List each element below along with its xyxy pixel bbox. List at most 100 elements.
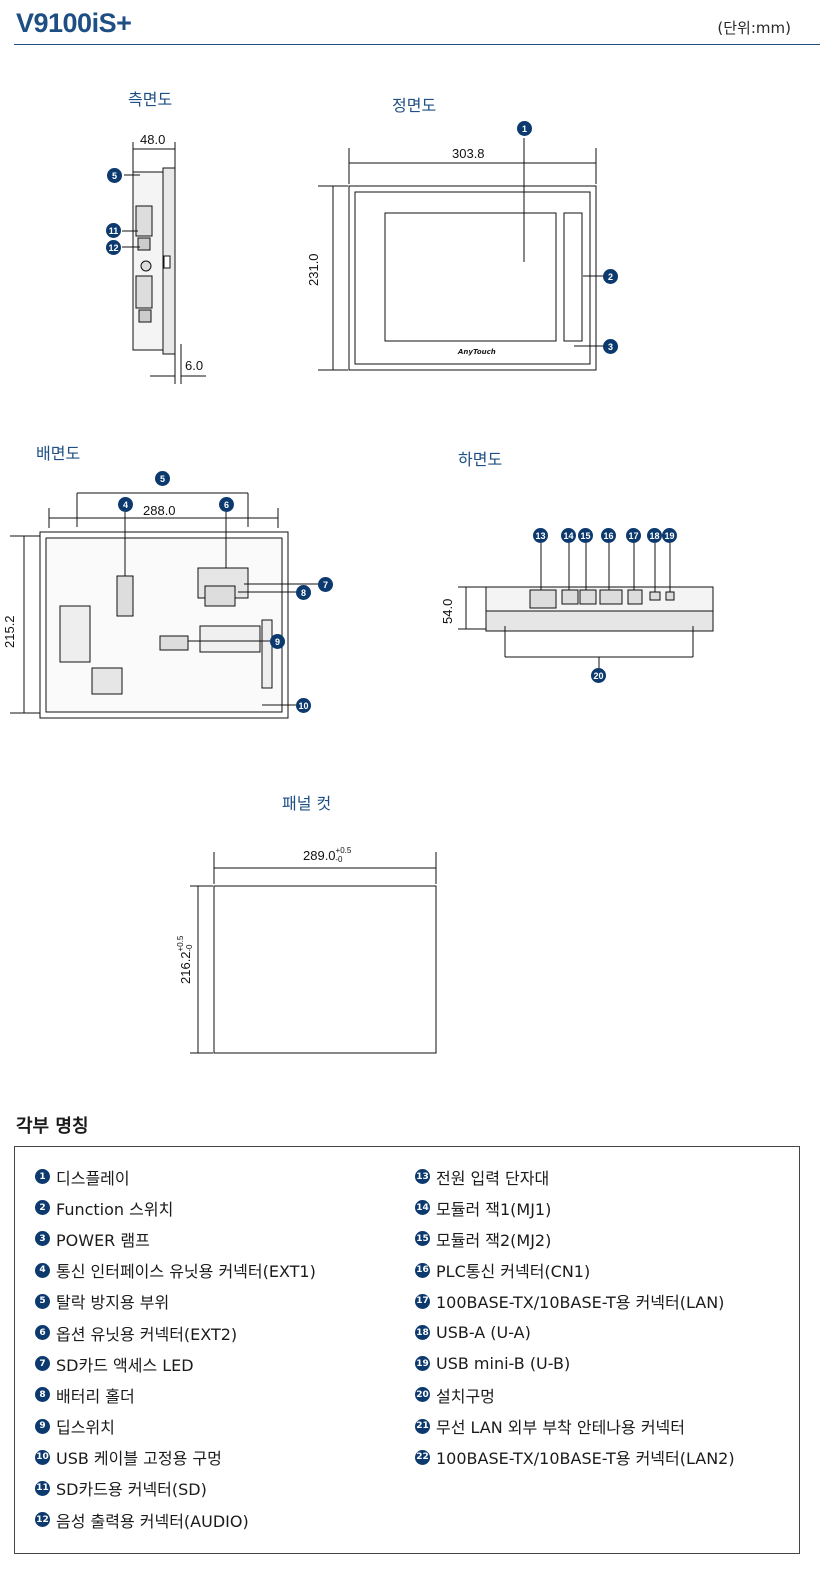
cut-width-value: 289.0	[303, 848, 336, 863]
part-number-badge: 19	[415, 1356, 430, 1372]
part-number-badge: 8	[35, 1387, 50, 1403]
callout-8: 8	[296, 585, 311, 600]
part-label: 무선 LAN 외부 부착 안테나용 커넥터	[436, 1418, 685, 1438]
part-label: 전원 입력 단자대	[436, 1168, 550, 1188]
part-number-badge: 1	[35, 1169, 50, 1185]
part-label: 100BASE-TX/10BASE-T용 커넥터(LAN)	[436, 1293, 725, 1313]
part-label: 딥스위치	[56, 1418, 115, 1438]
callout-5-side: 5	[107, 168, 122, 183]
part-item: 10 USB 케이블 고정용 구멍	[35, 1442, 316, 1473]
part-label: USB mini-B (U-B)	[436, 1354, 571, 1374]
side-thickness-dim: 6.0	[185, 358, 204, 373]
panel-cut-label: 패널 컷	[282, 794, 332, 813]
callout-15: 15	[578, 528, 593, 543]
part-label: USB 케이블 고정용 구멍	[56, 1449, 222, 1469]
front-view-drawing	[318, 138, 604, 371]
cut-width-dim: 289.0+0.5-0	[303, 846, 351, 864]
part-number-badge: 4	[35, 1262, 50, 1278]
callout-18: 18	[647, 528, 662, 543]
callout-14: 14	[561, 528, 576, 543]
back-view-drawing	[10, 492, 318, 719]
callout-11: 11	[106, 223, 121, 238]
callout-12: 12	[106, 240, 121, 255]
part-label: SD카드용 커넥터(SD)	[56, 1480, 207, 1500]
part-item: 20 설치구멍	[415, 1379, 735, 1410]
part-item: 6 옵션 유닛용 커넥터(EXT2)	[35, 1317, 316, 1348]
part-number-badge: 2	[35, 1200, 50, 1216]
part-item: 19 USB mini-B (U-B)	[415, 1348, 735, 1379]
technical-drawing	[10, 138, 714, 1054]
part-label: 옵션 유닛용 커넥터(EXT2)	[56, 1324, 238, 1344]
callout-13: 13	[533, 528, 548, 543]
part-number-badge: 16	[415, 1262, 430, 1278]
part-number-badge: 3	[35, 1231, 50, 1247]
side-view-label: 측면도	[128, 90, 173, 109]
bottom-height-dim: 54.0	[440, 598, 455, 624]
front-height-dim: 231.0	[306, 253, 321, 286]
unit-label: (단위:mm)	[717, 19, 791, 37]
panel-cut-drawing	[190, 852, 437, 1054]
part-number-badge: 18	[415, 1325, 430, 1341]
part-number-badge: 10	[35, 1449, 50, 1465]
header-divider	[14, 44, 820, 45]
part-label: PLC통신 커넥터(CN1)	[436, 1262, 591, 1282]
brand-logo: AnyTouch	[458, 348, 496, 356]
cut-height-tol-minus: -0	[185, 944, 194, 952]
part-label: 음성 출력용 커넥터(AUDIO)	[56, 1511, 249, 1531]
part-item: 8 배터리 홀더	[35, 1379, 316, 1410]
part-item: 14 모듈러 잭1(MJ1)	[415, 1192, 735, 1223]
part-item: 17 100BASE-TX/10BASE-T용 커넥터(LAN)	[415, 1286, 735, 1317]
side-view-drawing	[122, 142, 206, 384]
side-depth-dim: 48.0	[140, 132, 166, 147]
part-number-badge: 13	[415, 1169, 430, 1185]
part-number-badge: 20	[415, 1387, 430, 1403]
front-width-dim: 303.8	[452, 146, 485, 161]
part-number-badge: 21	[415, 1418, 430, 1434]
part-item: 13 전원 입력 단자대	[415, 1161, 735, 1192]
part-label: 통신 인터페이스 유닛용 커넥터(EXT1)	[56, 1262, 316, 1282]
part-item: 7 SD카드 액세스 LED	[35, 1348, 316, 1379]
part-number-badge: 5	[35, 1293, 50, 1309]
part-label: 설치구멍	[436, 1386, 495, 1406]
callout-16: 16	[601, 528, 616, 543]
part-number-badge: 15	[415, 1231, 430, 1247]
part-label: SD카드 액세스 LED	[56, 1355, 194, 1375]
bottom-view-label: 하면도	[458, 450, 503, 469]
part-label: POWER 램프	[56, 1230, 150, 1250]
back-view-label: 배면도	[36, 444, 81, 463]
callout-7: 7	[318, 577, 333, 592]
part-label: 배터리 홀더	[56, 1386, 135, 1406]
callout-10: 10	[296, 698, 311, 713]
part-label: 100BASE-TX/10BASE-T용 커넥터(LAN2)	[436, 1449, 735, 1469]
front-view-label: 정면도	[392, 96, 437, 115]
part-number-badge: 11	[35, 1480, 50, 1496]
callout-2: 2	[603, 269, 618, 284]
model-title: V9100iS+	[16, 8, 132, 38]
callout-6: 6	[219, 497, 234, 512]
part-label: 모듈러 잭1(MJ1)	[436, 1199, 552, 1219]
part-number-badge: 14	[415, 1200, 430, 1216]
back-width-dim: 288.0	[143, 503, 176, 518]
part-item: 11 SD카드용 커넥터(SD)	[35, 1473, 316, 1504]
callout-4: 4	[118, 497, 133, 512]
part-number-badge: 17	[415, 1293, 430, 1309]
cut-height-dim: 216.2+0.5-0	[176, 936, 194, 984]
part-number-badge: 6	[35, 1325, 50, 1341]
bottom-view-drawing	[458, 543, 714, 668]
part-item: 4 통신 인터페이스 유닛용 커넥터(EXT1)	[35, 1255, 316, 1286]
part-label: USB-A (U-A)	[436, 1323, 531, 1343]
part-number-badge: 7	[35, 1356, 50, 1372]
part-item: 16 PLC통신 커넥터(CN1)	[415, 1255, 735, 1286]
cut-width-tol-plus: +0.5	[335, 846, 352, 855]
callout-1: 1	[517, 121, 532, 136]
